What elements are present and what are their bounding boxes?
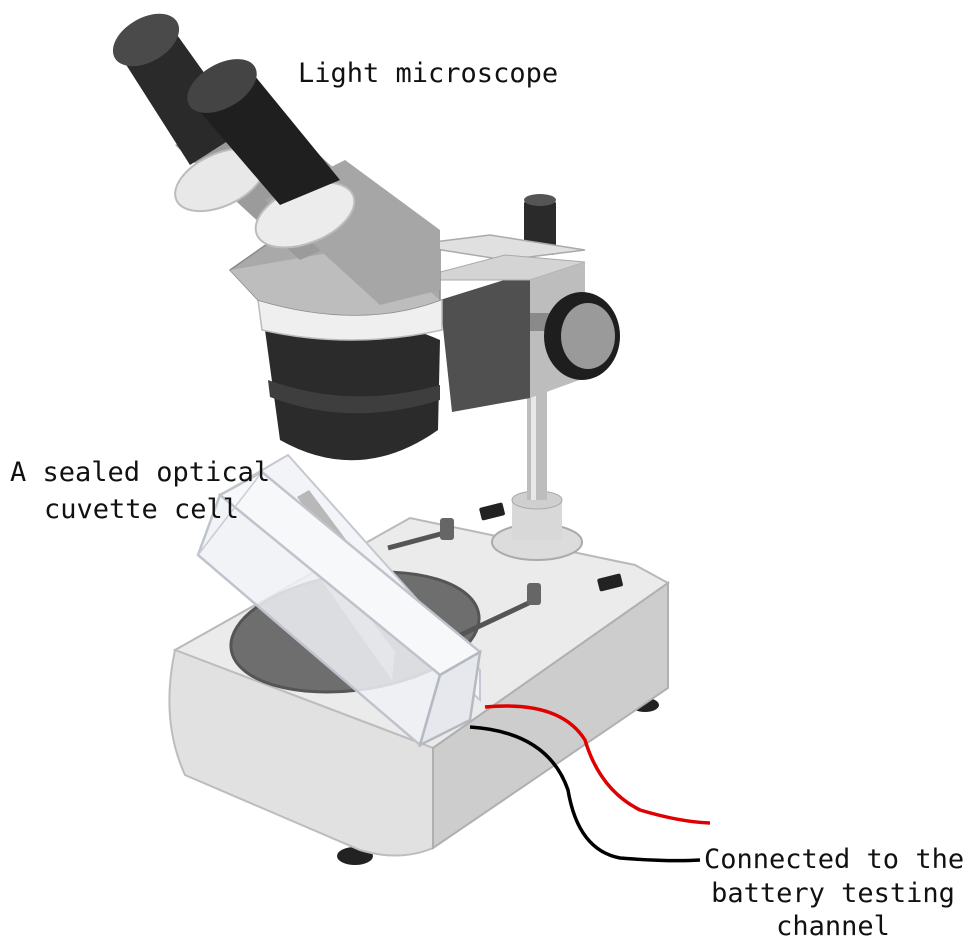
- focus-knob-face: [561, 303, 615, 369]
- label-connection-line1: Connected to the: [704, 843, 962, 877]
- label-connection-line3: channel: [704, 910, 962, 944]
- stage-clip-rear-post: [440, 518, 454, 540]
- switch-rear: [479, 502, 505, 520]
- stage-clip-front-post: [527, 583, 541, 605]
- focus-block-front: [440, 272, 530, 412]
- label-connection-line2: battery testing: [704, 877, 962, 911]
- pillar-top-cap-end: [524, 194, 556, 206]
- label-cuvette-line1: A sealed optical: [10, 456, 270, 490]
- label-cuvette-line2: cuvette cell: [44, 493, 239, 527]
- label-light-microscope: Light microscope: [298, 57, 558, 91]
